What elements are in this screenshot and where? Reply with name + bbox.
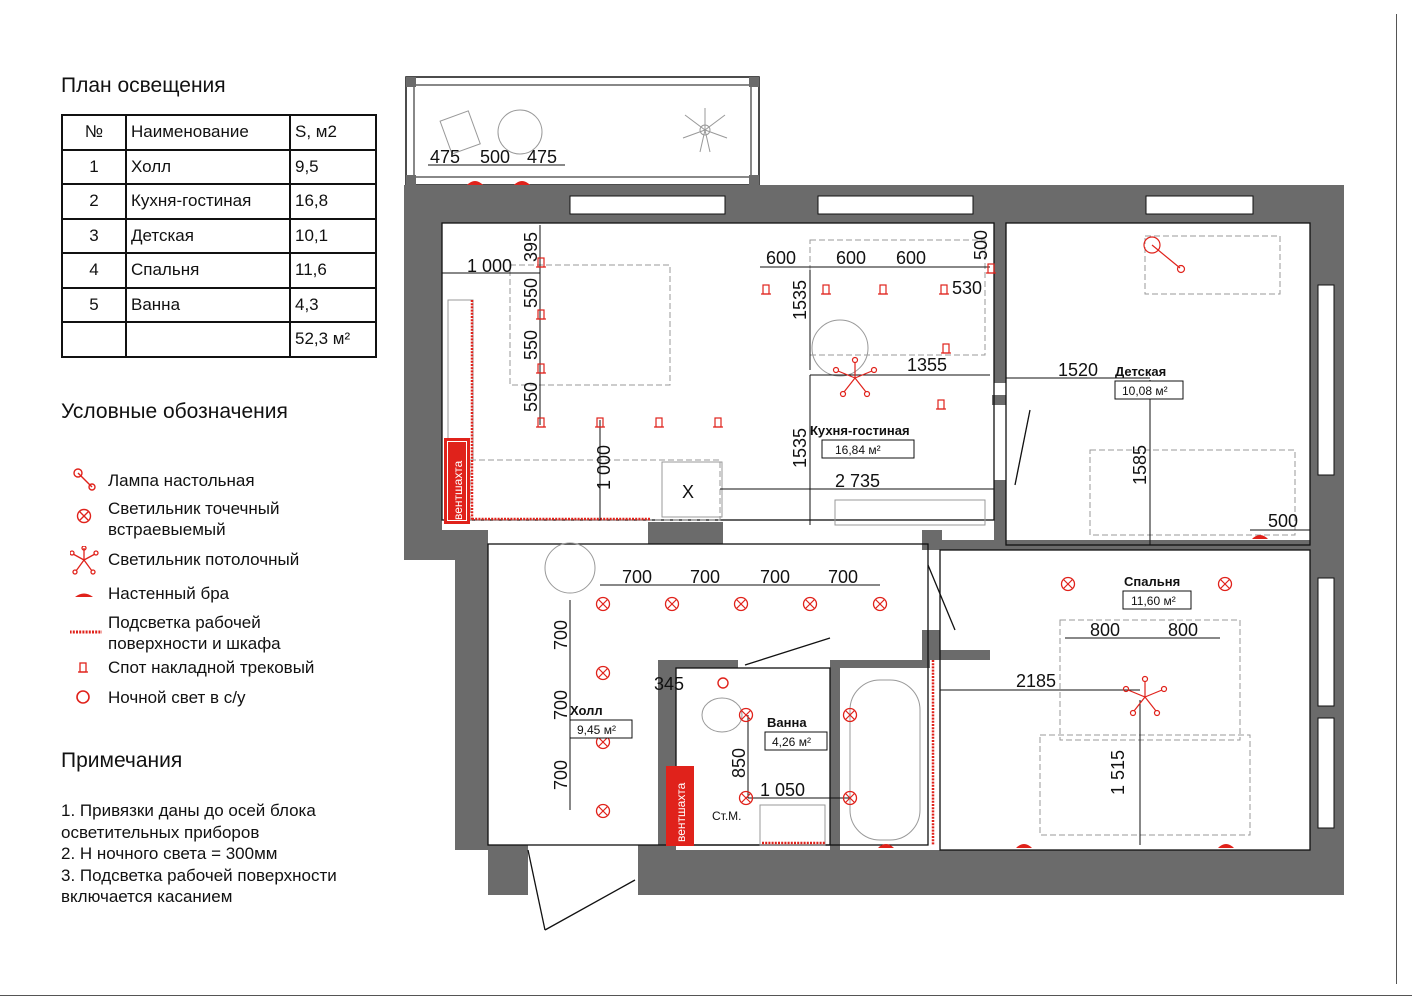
- note-line: 3. Подсветка рабочей поверхности: [61, 865, 337, 885]
- svg-text:800: 800: [1168, 620, 1198, 640]
- svg-text:1 515: 1 515: [1108, 750, 1128, 795]
- notes-list: 1. Привязки даны до осей блока осветител…: [61, 800, 337, 908]
- svg-text:600: 600: [896, 248, 926, 268]
- svg-text:Детская: Детская: [1115, 364, 1166, 379]
- svg-text:2185: 2185: [1016, 671, 1056, 691]
- svg-text:550: 550: [521, 278, 541, 308]
- ceiling-chandelier-icon: [70, 546, 99, 575]
- sheet-frame-right: [1396, 14, 1397, 984]
- svg-text:9,45 м²: 9,45 м²: [577, 723, 616, 737]
- svg-text:700: 700: [551, 690, 571, 720]
- plan-title: План освещения: [61, 74, 226, 97]
- svg-text:1520: 1520: [1058, 360, 1098, 380]
- led-strip-icon: [70, 630, 102, 634]
- svg-text:475: 475: [430, 147, 460, 167]
- svg-text:700: 700: [551, 760, 571, 790]
- svg-text:11,60 м²: 11,60 м²: [1131, 594, 1176, 608]
- note-line: осветительных приборов: [61, 822, 260, 842]
- notes-title: Примечания: [61, 749, 183, 772]
- svg-text:X: X: [682, 482, 694, 502]
- track-spot-icon: [78, 662, 88, 673]
- svg-text:2 735: 2 735: [835, 471, 880, 491]
- svg-text:700: 700: [828, 567, 858, 587]
- svg-text:500: 500: [1268, 511, 1298, 531]
- lights: [535, 236, 1268, 848]
- svg-text:вентшахта: вентшахта: [674, 782, 688, 842]
- night-light-icon: [76, 690, 90, 704]
- svg-text:850: 850: [729, 748, 749, 778]
- svg-text:700: 700: [690, 567, 720, 587]
- sheet-frame-bottom: [0, 995, 1412, 996]
- svg-text:600: 600: [766, 248, 796, 268]
- svg-text:1535: 1535: [790, 280, 810, 320]
- svg-text:1535: 1535: [790, 428, 810, 468]
- svg-text:550: 550: [521, 382, 541, 412]
- table-lamp-icon: [1143, 236, 1186, 274]
- legend-title: Условные обозначения: [61, 400, 288, 423]
- table-row: 5 Ванна 4,3: [61, 286, 377, 323]
- svg-text:345: 345: [654, 674, 684, 694]
- table-total: 52,3 м²: [289, 321, 377, 358]
- svg-text:700: 700: [622, 567, 652, 587]
- table-total-row: 52,3 м²: [61, 321, 377, 358]
- svg-text:16,84 м²: 16,84 м²: [835, 443, 881, 457]
- wall-sconce-icon: [75, 593, 93, 597]
- svg-text:Кухня-гостиная: Кухня-гостиная: [810, 423, 910, 438]
- table-lamp-icon: [73, 468, 96, 491]
- svg-text:700: 700: [760, 567, 790, 587]
- svg-text:700: 700: [551, 620, 571, 650]
- note-line: 1. Привязки даны до осей блока: [61, 801, 316, 820]
- table-header-area: S, м2: [289, 114, 377, 151]
- interior-lines: [441, 222, 1311, 931]
- table-header-num: №: [61, 114, 127, 151]
- svg-text:10,08 м²: 10,08 м²: [1122, 384, 1168, 398]
- svg-text:1355: 1355: [907, 355, 947, 375]
- svg-text:800: 800: [1090, 620, 1120, 640]
- kitchen-furniture: [469, 235, 1296, 836]
- dimension-lines: [442, 225, 1310, 845]
- note-line: 2. Н ночного света = 300мм: [61, 844, 278, 863]
- svg-text:Спальня: Спальня: [1124, 574, 1180, 589]
- balcony: 475 500 475: [405, 76, 760, 186]
- svg-text:Ст.М.: Ст.М.: [712, 809, 742, 823]
- led-strips: [470, 300, 935, 845]
- svg-text:вентшахта: вентшахта: [451, 460, 465, 520]
- table-header-name: Наименование: [125, 114, 291, 151]
- svg-text:1 000: 1 000: [594, 445, 614, 490]
- svg-text:1585: 1585: [1130, 445, 1150, 485]
- dimension-labels: 1 000 395 550 550 550 600 600 600 500 53…: [467, 230, 1298, 800]
- svg-text:500: 500: [480, 147, 510, 167]
- windows: [569, 195, 1335, 829]
- room-labels: Кухня-гостиная 16,84 м² Детская 10,08 м²…: [569, 364, 1192, 751]
- table-row: 4 Спальня 11,6: [61, 252, 377, 289]
- svg-text:530: 530: [952, 278, 982, 298]
- svg-text:Ванна: Ванна: [767, 715, 807, 730]
- recessed-spotlight-icon: [76, 508, 92, 524]
- svg-text:500: 500: [971, 230, 991, 260]
- vent-shafts: вентшахта вентшахта: [444, 438, 694, 846]
- svg-text:600: 600: [836, 248, 866, 268]
- svg-text:1 050: 1 050: [760, 780, 805, 800]
- svg-text:Холл: Холл: [570, 703, 603, 718]
- table-row: 1 Холл 9,5: [61, 148, 377, 185]
- note-line: включается касанием: [61, 887, 233, 906]
- walls: [404, 185, 1344, 895]
- table-row: 3 Детская 10,1: [61, 217, 377, 254]
- svg-text:475: 475: [527, 147, 557, 167]
- plant-icon: [682, 108, 728, 153]
- table-row: 2 Кухня-гостиная 16,8: [61, 183, 377, 220]
- svg-text:1 000: 1 000: [467, 256, 512, 276]
- table-header-row: № Наименование S, м2: [61, 114, 377, 151]
- svg-text:550: 550: [521, 330, 541, 360]
- svg-text:395: 395: [521, 232, 541, 262]
- svg-text:4,26 м²: 4,26 м²: [772, 735, 811, 749]
- room-area-table: № Наименование S, м2 1 Холл 9,5 2 Кухня-…: [61, 114, 377, 358]
